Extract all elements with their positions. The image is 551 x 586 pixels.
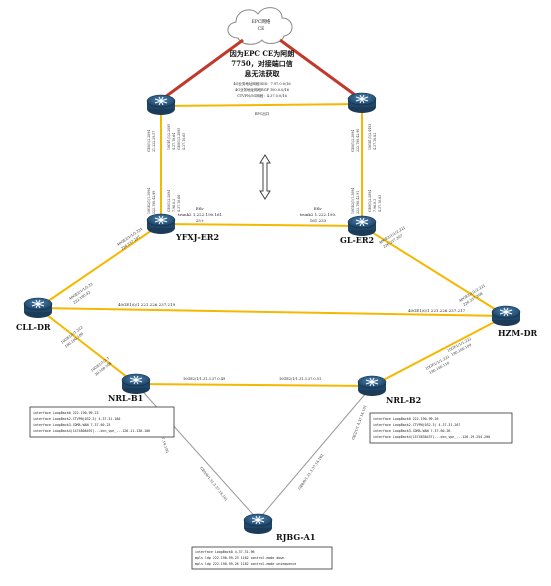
- red-link-right: [279, 38, 363, 102]
- router-label-gl: GL-ER2: [340, 235, 374, 245]
- orange-links: [37, 103, 507, 387]
- port-label: 21.222.29.57: [152, 131, 156, 152]
- config-line: interface LoopBack4(1574838437)...dcn_vp…: [373, 435, 490, 439]
- port-label: 10GE1/1/2.2095: [167, 124, 171, 150]
- config-line: interface LoopBack3-CDMA-WAN 7.37.60.23: [33, 423, 110, 427]
- port-label: GE0/1/2.2094: [147, 130, 151, 152]
- cloud-label-2: CE: [258, 26, 265, 32]
- port-label: 7.96.0.2: [172, 199, 176, 212]
- trunk-left-1: Eth-: [196, 206, 205, 211]
- config-line: interface LoopBack0 222.190.99.23: [33, 411, 99, 415]
- note-title-3: 息无法获取: [245, 69, 281, 78]
- eth-trunk-labels: Eth- trunk2 1.222.190.161 25+ Eth- trunk…: [178, 206, 336, 223]
- config-line: interface LoopBack2-CTVPN(032.3) 4.37.31…: [373, 423, 460, 427]
- epc-note: 因为EPC CE为阿朗 7750，对接端口信 息无法获取 4G业务地址网段ISI…: [230, 49, 295, 98]
- note-title-1: 因为EPC CE为阿朗: [230, 49, 295, 58]
- port-label: GE0/1/2.2094: [167, 190, 171, 212]
- config-line: interface LoopBack0 4.37.31.96: [195, 550, 255, 554]
- link-gl-hzm: [361, 225, 507, 317]
- config-line: interface LoopBack4(1474808497)...dcn_vp…: [33, 429, 150, 433]
- router-top-left[interactable]: [146, 94, 176, 116]
- double-arrow-icon: [259, 154, 271, 200]
- router-label-yfxj: YFXJ-ER2: [175, 232, 219, 242]
- dr-link-left-label: 40GE1/0/1 221.226.237.219: [118, 302, 176, 307]
- config-box-nrlb2: interface LoopBack0 222.190.99.26 interf…: [369, 412, 513, 444]
- note-line-1: 4G业务地址网段ISIS：7.97.0.0/16: [233, 81, 290, 86]
- router-nrl-b1[interactable]: [121, 373, 151, 395]
- link-hzm-nrlb2: [371, 315, 507, 387]
- config-line: mpls ldp 222.190.99.26 1182 control-mode…: [195, 562, 296, 566]
- port-label: 4.37.10.64: [172, 133, 176, 150]
- diagonal-port-labels: 40GE2/1/1/2.22 222.190.42 40GE2/1/1/2.22…: [68, 226, 486, 307]
- port-label: 10GE2/1/1.3094: [147, 188, 151, 214]
- router-hzm-dr[interactable]: [491, 305, 521, 327]
- trunk-left-3: 25+: [196, 218, 204, 223]
- router-rjbg-a1[interactable]: [243, 513, 273, 535]
- port-label: 222.190.42.89: [152, 191, 156, 214]
- dr-link-right-label: 40GE1/0/1 221.226.237.217: [408, 308, 466, 313]
- vertical-port-labels: GE0/1/2.2094 21.222.29.57 10GE1/1/2.2095…: [147, 124, 382, 214]
- note-title-2: 7750，对接端口信: [231, 59, 292, 68]
- cloud-label-1: EPC网络: [252, 18, 271, 25]
- router-yfxj-er2[interactable]: [146, 213, 176, 235]
- link-nrlb1-rjbg: [135, 383, 259, 521]
- port-label: 10GE2/1/1.31.3.37.0.49: [183, 377, 225, 381]
- config-line: interface LoopBack2-CTVPN(032.3) 4.37.31…: [33, 417, 120, 421]
- router-cll-dr[interactable]: [23, 297, 53, 319]
- config-line: mpls ldp 222.190.99.23 1182 control-mode…: [195, 556, 284, 560]
- port-label: 222.190.42.91: [356, 191, 360, 214]
- epc-cloud-icon: EPC网络 CE: [227, 7, 293, 45]
- router-label-cll: CLL-DR: [16, 322, 51, 332]
- port-label: 222.190.42.90: [356, 129, 360, 152]
- config-box-nrlb1: interface LoopBack0 222.190.99.23 interf…: [29, 406, 175, 438]
- port-label: 10GE2/1/1.3094: [351, 188, 355, 214]
- port-label: GE0/0/1.31.3.37.14.101: [199, 466, 228, 502]
- port-label: GE2/1/1.4.37.14.101: [351, 405, 367, 441]
- config-box-rjbg: interface LoopBack0 4.37.31.96 mpls ldp …: [191, 546, 333, 570]
- router-top-right[interactable]: [347, 92, 377, 114]
- port-label: 4.37.10.82: [373, 133, 377, 150]
- link-top-horizontal: [160, 103, 363, 107]
- trunk-right-2: trunk2 1.222.190.: [300, 212, 337, 217]
- mid-link-label: EPC出口: [255, 111, 270, 116]
- router-label-hzm: HZM-DR: [498, 328, 538, 338]
- router-label-rjbg: RJBG-A1: [276, 532, 315, 542]
- trunk-right-1: Eth-: [314, 206, 323, 211]
- port-label: 4.37.10.83: [378, 195, 382, 212]
- link-cll-hzm: [37, 307, 507, 317]
- port-label: 7.96.0.3: [373, 199, 377, 212]
- red-link-left: [160, 38, 244, 102]
- gray-links: [135, 383, 373, 521]
- link-nrlb2-rjbg: [257, 385, 373, 521]
- port-label: 10GE1/1/2.4493: [368, 124, 372, 150]
- port-label: GE0/0/1.31.3.37.14.102: [298, 453, 325, 490]
- router-label-nrlb1: NRL-B1: [108, 393, 143, 403]
- trunk-right-3: 161.233: [310, 218, 327, 223]
- router-label-nrlb2: NRL-B2: [386, 395, 421, 405]
- port-label: 4.37.10.66: [177, 195, 181, 212]
- note-line-3: CTVPN/5G网段：4.37.0.0/16: [237, 93, 287, 98]
- router-nrl-b2[interactable]: [357, 375, 387, 397]
- config-line: interface LoopBack3-CDMA-WAN 7.37.60.26: [373, 429, 450, 433]
- note-line-2: 4G业务地址网段BGP 100.0.0/16: [235, 87, 289, 92]
- config-line: interface LoopBack0 222.190.99.26: [373, 417, 439, 421]
- link-yfxj-cll: [37, 223, 162, 309]
- port-label: GE0/1/2.2094: [351, 130, 355, 152]
- link-nrlb1-nrlb2: [135, 383, 373, 387]
- router-gl-er2[interactable]: [347, 215, 377, 237]
- trunk-left-2: trunk2 1.222.190.161: [178, 212, 222, 217]
- port-label: 4.37.10.65: [182, 133, 186, 150]
- link-yfxj-gl: [160, 223, 363, 227]
- port-label: 10GE2/1/1.31.3.37.0.51: [279, 377, 321, 381]
- link-cll-nrlb1: [37, 307, 137, 385]
- port-label: GE0/1/2.2094: [368, 190, 372, 212]
- port-label: GE0/1/2.2095: [177, 128, 181, 150]
